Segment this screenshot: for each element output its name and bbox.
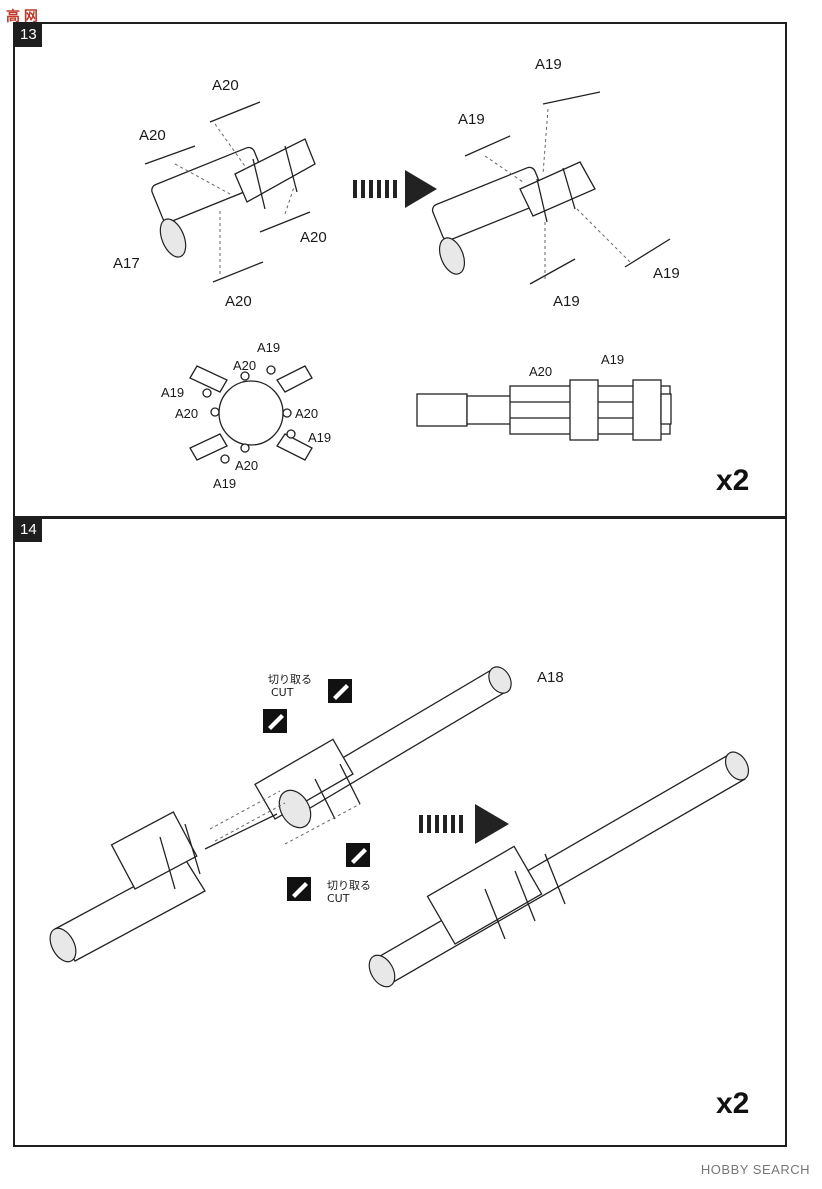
step-14-multiplier: x2	[716, 1087, 750, 1120]
rod-a19-bottom	[529, 258, 576, 285]
end-label-a20-top: A20	[233, 358, 256, 373]
end-label-a20-bottom: A20	[235, 458, 258, 473]
missile-assembly-complete	[368, 751, 750, 988]
rod-a20-bottom	[212, 261, 264, 283]
label-a20-top: A20	[212, 77, 239, 94]
step-13-multiplier: x2	[716, 464, 750, 497]
site-watermark: 高 网	[6, 8, 38, 24]
cut-label-en-top: CUT	[271, 686, 294, 699]
label-a19-bottom: A19	[553, 293, 580, 310]
fin-body	[426, 845, 543, 945]
tube-end	[159, 218, 187, 258]
side-label-a20: A20	[529, 364, 552, 379]
label-a18: A18	[537, 669, 564, 686]
rod-a19-top	[542, 91, 601, 105]
end-label-a20-left: A20	[175, 406, 198, 421]
step-14-diagram: A18 切り取る	[49, 666, 750, 988]
fin-body	[234, 138, 316, 203]
rod-a19-right	[624, 238, 671, 268]
end-label-a19-top: A19	[257, 340, 280, 355]
missile-assembly-left	[49, 811, 206, 963]
label-a20-right: A20	[300, 229, 327, 246]
end-view-diagram: A19 A20 A19 A20 A20 A19 A20 A19	[161, 340, 331, 491]
side-view-diagram: A20 A19	[416, 352, 672, 441]
knife-icon	[346, 843, 370, 867]
label-a19-right: A19	[653, 265, 680, 282]
label-a17: A17	[113, 255, 140, 272]
step-number: 14	[15, 519, 42, 542]
label-a20-bottom: A20	[225, 293, 252, 310]
step-14-panel: 14 A18	[13, 517, 787, 1147]
cut-label-en-bottom: CUT	[327, 892, 350, 905]
label-a19-top: A19	[535, 56, 562, 73]
cut-label-jp-bottom: 切り取る	[327, 879, 371, 892]
fin-body	[519, 161, 596, 217]
label-a20-left: A20	[139, 127, 166, 144]
end-label-a19-right: A19	[308, 430, 331, 445]
end-label-a19-bottom: A19	[213, 476, 236, 491]
end-view-hub	[218, 380, 284, 446]
step-number: 13	[15, 24, 42, 47]
cut-label-jp-top: 切り取る	[268, 673, 312, 686]
arrow-right-icon	[419, 804, 509, 844]
step-13-panel: 13 A20 A20 A20 A20 A17	[13, 22, 787, 518]
side-label-a19: A19	[601, 352, 624, 367]
knife-icon	[263, 709, 287, 733]
end-label-a20-right: A20	[295, 406, 318, 421]
rod-a20-left	[144, 145, 196, 165]
knife-icon	[328, 679, 352, 703]
tube-a18: A18	[254, 666, 564, 829]
rod-a20-top	[209, 101, 261, 123]
end-label-a19-left: A19	[161, 385, 184, 400]
exploded-assembly-right: A19 A19 A19 A19	[431, 56, 680, 310]
arrow-right-icon	[353, 170, 437, 208]
exploded-assembly-left: A20 A20 A20 A20 A17	[113, 77, 327, 310]
fin-body	[110, 811, 198, 890]
step-13-diagram: A20 A20 A20 A20 A17	[113, 56, 680, 491]
rod-a19-left	[464, 135, 511, 157]
rod-a20-right	[259, 211, 311, 233]
label-a19-left: A19	[458, 111, 485, 128]
footer-brand: HOBBY SEARCH	[700, 1162, 810, 1177]
knife-icon	[287, 877, 311, 901]
